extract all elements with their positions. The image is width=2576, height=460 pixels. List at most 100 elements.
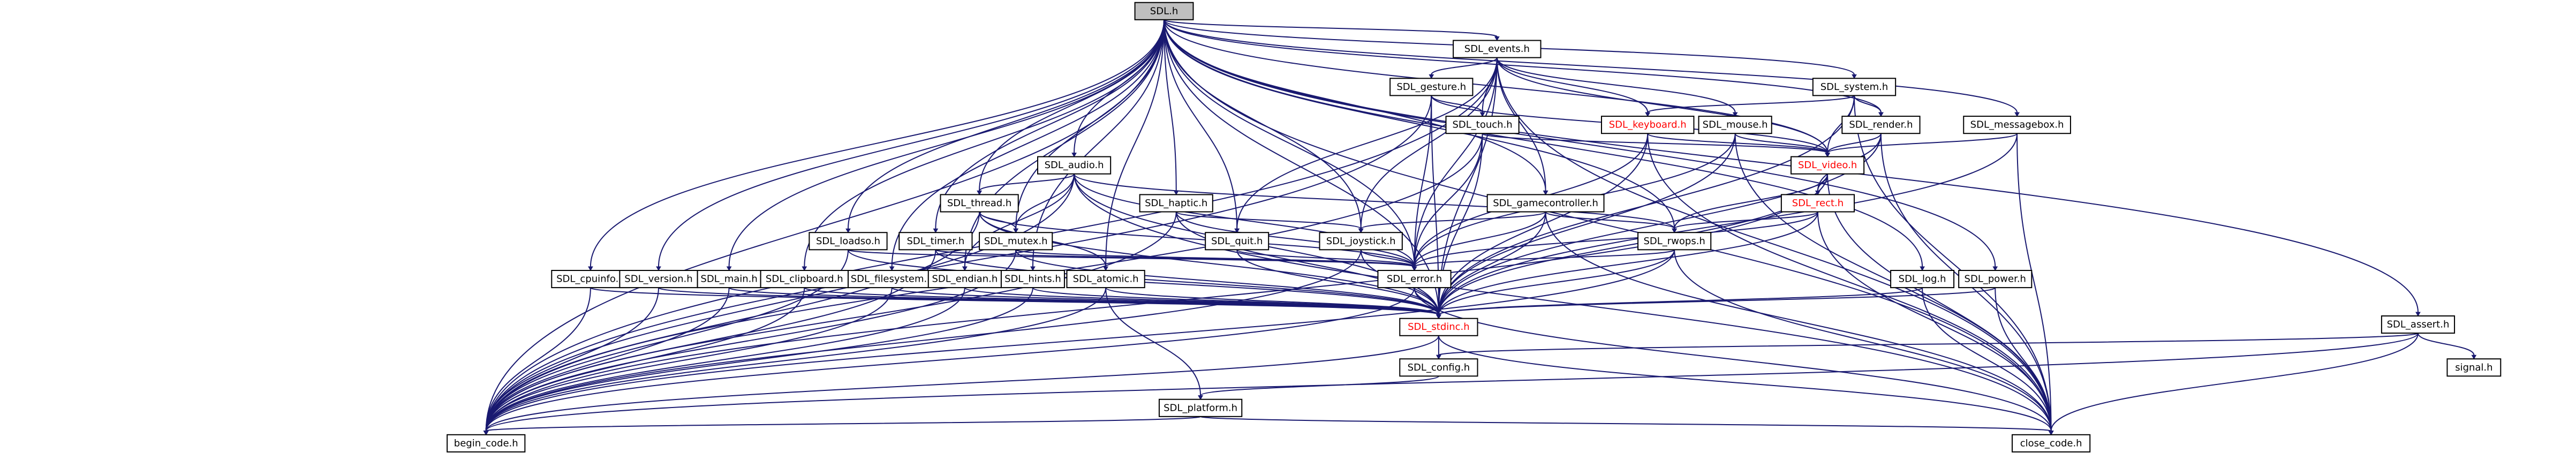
node-signal[interactable]: signal.h — [2446, 358, 2502, 377]
node-label: SDL_mouse.h — [1703, 119, 1768, 131]
node-keyboard[interactable]: SDL_keyboard.h — [1600, 116, 1695, 134]
node-box[interactable] — [1963, 116, 2071, 134]
node-timer[interactable]: SDL_timer.h — [898, 232, 973, 251]
node-box[interactable] — [1377, 270, 1452, 289]
node-video[interactable]: SDL_video.h — [1791, 156, 1865, 175]
node-power[interactable]: SDL_power.h — [1958, 270, 2033, 289]
edge-line — [1674, 174, 1829, 229]
node-box[interactable] — [1958, 270, 2033, 289]
node-box[interactable] — [940, 194, 1019, 213]
node-box[interactable] — [1319, 232, 1403, 251]
edge-line — [935, 250, 1439, 315]
node-box[interactable] — [1600, 116, 1695, 134]
node-box[interactable] — [1453, 40, 1542, 58]
node-box[interactable] — [1841, 116, 1921, 134]
node-quit[interactable]: SDL_quit.h — [1205, 232, 1270, 251]
node-gesture[interactable]: SDL_gesture.h — [1389, 78, 1474, 96]
edge-line — [1438, 333, 2419, 356]
node-box[interactable] — [1037, 156, 1112, 175]
node-box[interactable] — [1389, 78, 1474, 96]
node-box[interactable] — [1791, 156, 1865, 175]
arrowhead-icon — [1030, 266, 1036, 272]
node-box[interactable] — [2446, 358, 2502, 377]
edge-events-to-close — [1496, 57, 2054, 435]
node-messagebox[interactable]: SDL_messagebox.h — [1963, 116, 2071, 134]
node-haptic[interactable]: SDL_haptic.h — [1139, 194, 1213, 213]
node-label: SDL_stdinc.h — [1408, 321, 1470, 333]
node-gamecontroller[interactable]: SDL_gamecontroller.h — [1486, 194, 1605, 213]
node-box[interactable] — [1399, 358, 1478, 377]
node-box[interactable] — [1780, 194, 1855, 213]
edge-line — [485, 333, 2419, 432]
arrowhead-icon — [1429, 74, 1434, 79]
node-box[interactable] — [551, 270, 630, 289]
node-main[interactable]: SDL_main.h — [697, 270, 761, 289]
node-label: SDL.h — [1150, 5, 1178, 17]
node-box[interactable] — [1637, 232, 1712, 251]
node-platform[interactable]: SDL_platform.h — [1158, 398, 1243, 417]
node-touch[interactable]: SDL_touch.h — [1445, 116, 1520, 134]
node-sdl[interactable]: SDL.h — [1134, 2, 1194, 20]
edge-system-to-keyboard — [1645, 95, 1855, 117]
node-box[interactable] — [1890, 270, 1955, 289]
node-system[interactable]: SDL_system.h — [1812, 78, 1897, 96]
node-box[interactable] — [847, 270, 936, 289]
node-close[interactable]: close_code.h — [2012, 434, 2091, 453]
node-mouse[interactable]: SDL_mouse.h — [1698, 116, 1772, 134]
node-rect[interactable]: SDL_rect.h — [1780, 194, 1855, 213]
node-atomic[interactable]: SDL_atomic.h — [1066, 270, 1145, 289]
node-label: SDL_system.h — [1820, 81, 1888, 93]
edge-line — [1236, 249, 1415, 267]
node-thread[interactable]: SDL_thread.h — [940, 194, 1019, 213]
edge-line — [1438, 335, 2052, 431]
node-box[interactable] — [1205, 232, 1270, 251]
node-stdinc[interactable]: SDL_stdinc.h — [1399, 318, 1478, 336]
node-filesystem[interactable]: SDL_filesystem.h — [847, 270, 936, 289]
node-box[interactable] — [898, 232, 973, 251]
node-label: SDL_error.h — [1387, 274, 1442, 285]
node-label: SDL_keyboard.h — [1609, 119, 1687, 131]
node-assert[interactable]: SDL_assert.h — [2381, 315, 2456, 334]
node-box[interactable] — [1158, 398, 1243, 417]
node-box[interactable] — [1399, 318, 1478, 336]
node-box[interactable] — [2012, 434, 2091, 453]
node-events[interactable]: SDL_events.h — [1453, 40, 1542, 58]
node-box[interactable] — [1445, 116, 1520, 134]
node-cpuinfo[interactable]: SDL_cpuinfo.h — [551, 270, 630, 289]
arrowhead-icon — [933, 228, 939, 233]
node-endian[interactable]: SDL_endian.h — [927, 270, 1002, 289]
node-box[interactable] — [809, 232, 888, 251]
edge-line — [485, 95, 1432, 431]
node-clipboard[interactable]: SDL_clipboard.h — [760, 270, 849, 289]
node-box[interactable] — [1134, 2, 1194, 20]
node-box[interactable] — [1000, 270, 1065, 289]
node-mutex[interactable]: SDL_mutex.h — [979, 232, 1053, 251]
node-hints[interactable]: SDL_hints.h — [1000, 270, 1065, 289]
node-audio[interactable]: SDL_audio.h — [1037, 156, 1112, 175]
edge-line — [1200, 375, 1439, 396]
node-begin[interactable]: begin_code.h — [447, 434, 526, 453]
node-render[interactable]: SDL_render.h — [1841, 116, 1921, 134]
node-box[interactable] — [1486, 194, 1605, 213]
node-config[interactable]: SDL_config.h — [1399, 358, 1478, 377]
arrowhead-icon — [1920, 266, 1925, 272]
node-version[interactable]: SDL_version.h — [619, 270, 698, 289]
node-box[interactable] — [1066, 270, 1145, 289]
node-rwops[interactable]: SDL_rwops.h — [1637, 232, 1712, 251]
node-box[interactable] — [979, 232, 1053, 251]
node-joystick[interactable]: SDL_joystick.h — [1319, 232, 1403, 251]
node-loadso[interactable]: SDL_loadso.h — [809, 232, 888, 251]
node-box[interactable] — [697, 270, 761, 289]
edge-line — [1674, 211, 1818, 230]
node-box[interactable] — [760, 270, 849, 289]
node-box[interactable] — [619, 270, 698, 289]
node-box[interactable] — [2381, 315, 2456, 334]
edge-line — [1647, 95, 1855, 114]
edge-line — [1482, 133, 1829, 154]
node-box[interactable] — [1139, 194, 1213, 213]
node-log[interactable]: SDL_log.h — [1890, 270, 1955, 289]
node-box[interactable] — [447, 434, 526, 453]
node-error[interactable]: SDL_error.h — [1377, 270, 1452, 289]
node-box[interactable] — [1812, 78, 1897, 96]
node-box[interactable] — [1698, 116, 1772, 134]
